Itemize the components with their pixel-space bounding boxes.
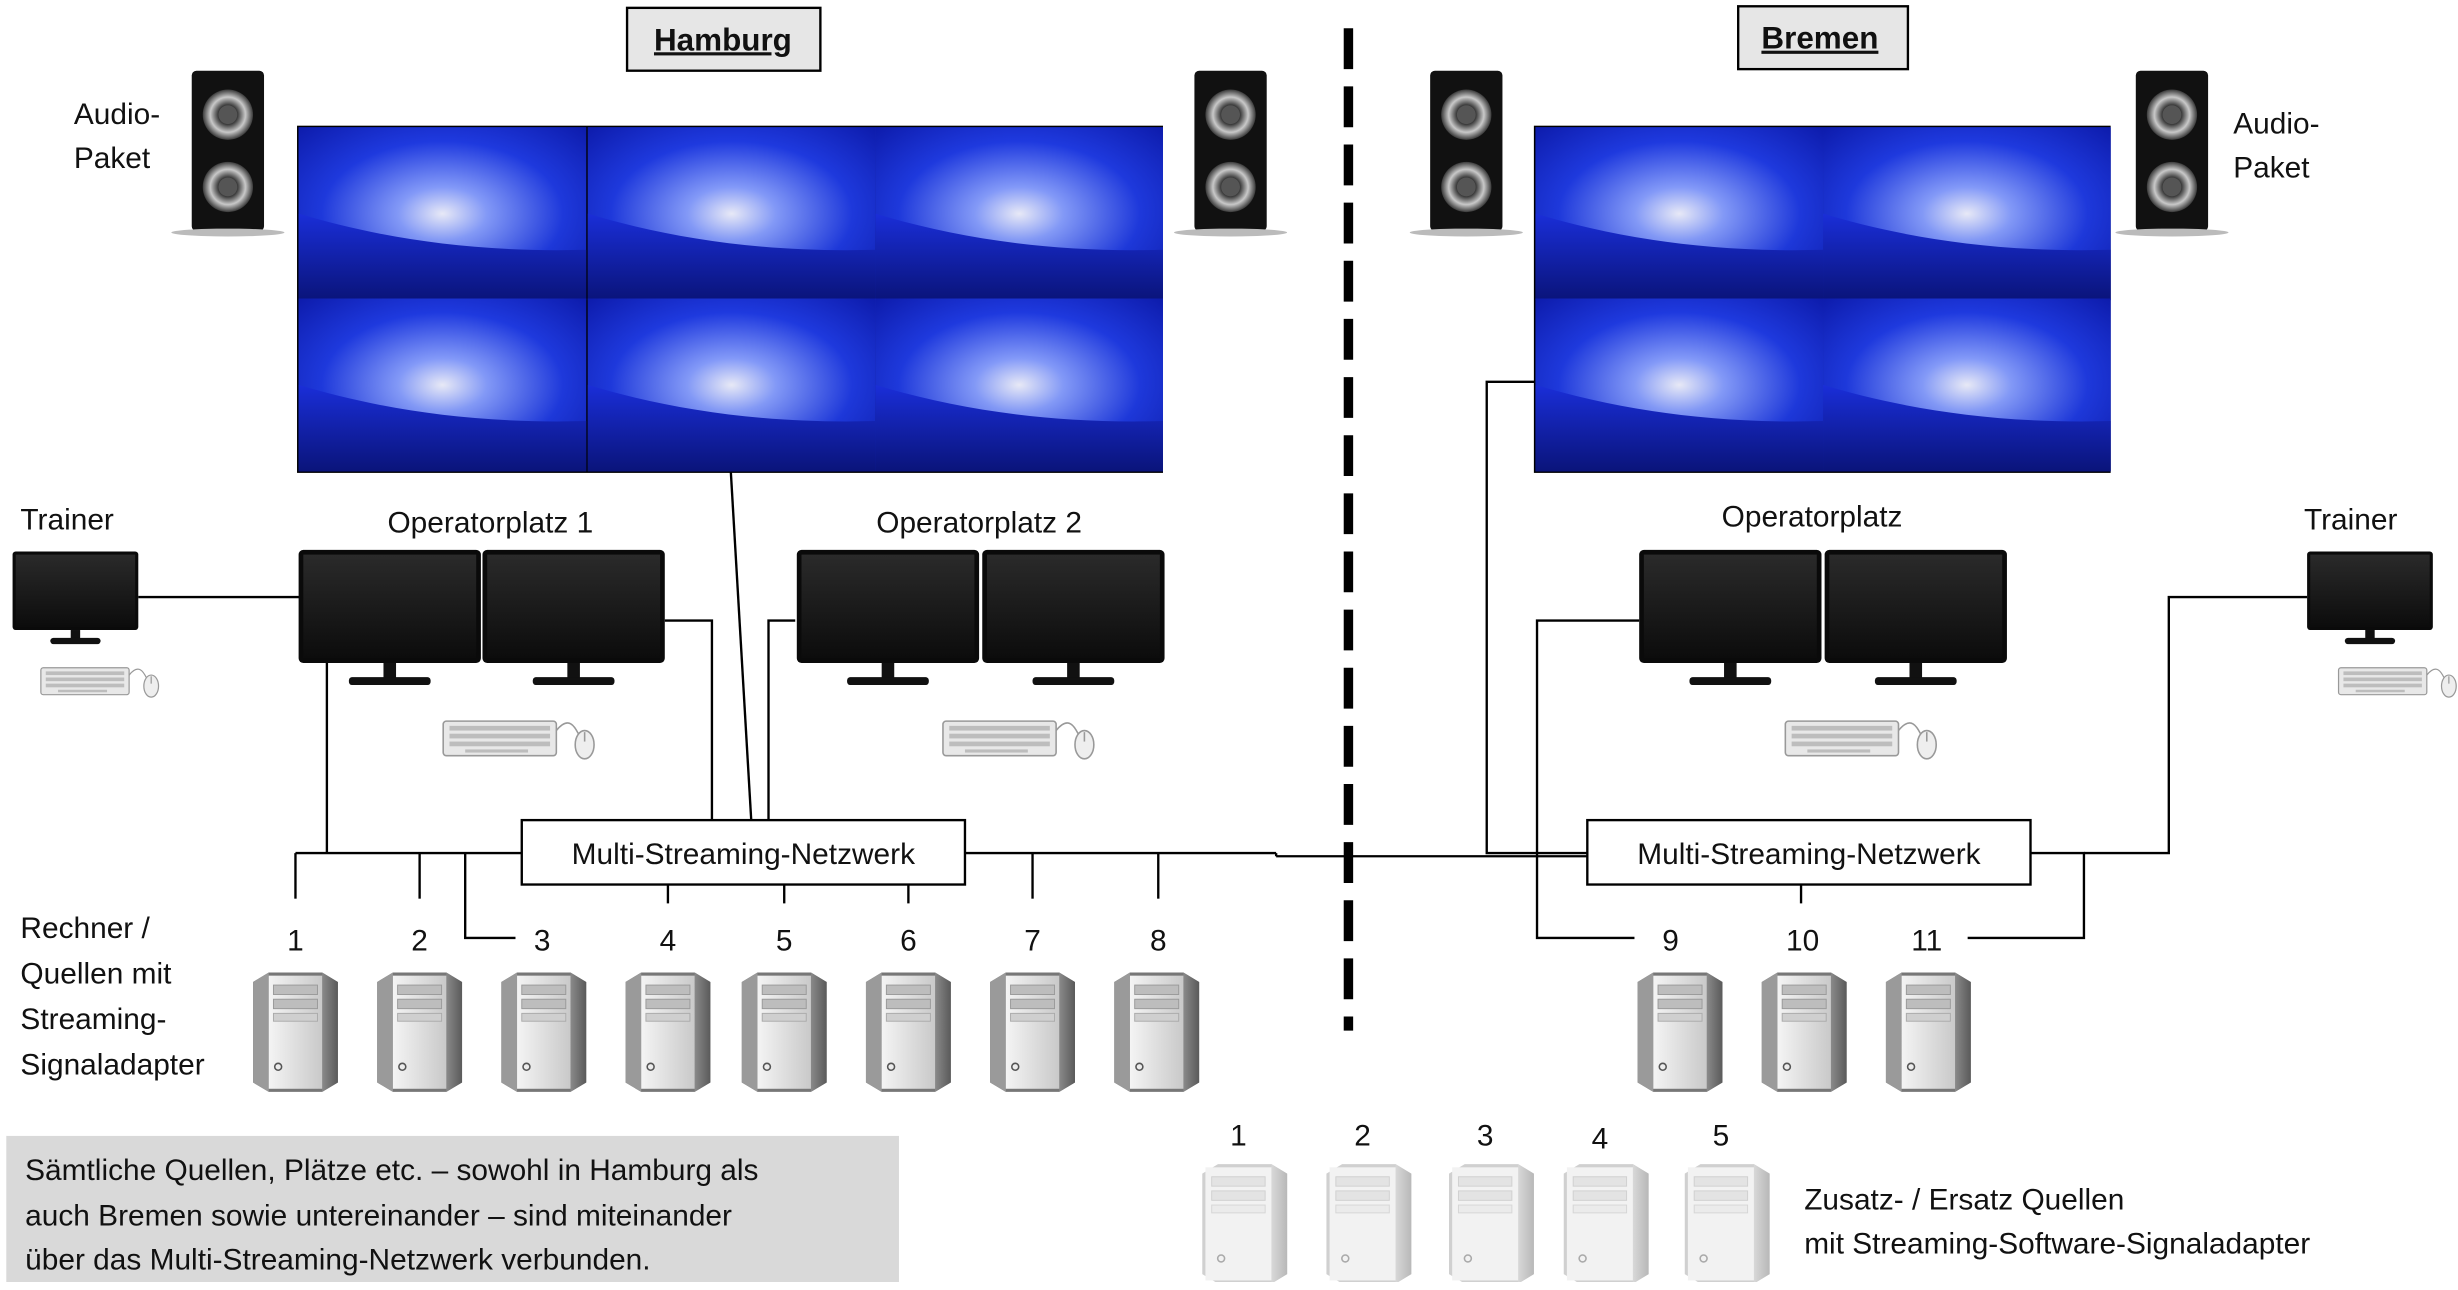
source-number: 8 <box>1150 925 1167 958</box>
extra-source-number: 2 <box>1354 1119 1371 1152</box>
hamburg-operator-1-keyboard <box>442 720 595 760</box>
hamburg-speaker-left <box>171 70 285 237</box>
source-number: 2 <box>411 925 428 958</box>
hamburg-trainer-label: Trainer <box>20 503 113 536</box>
note-line-2: auch Bremen sowie untereinander – sind m… <box>25 1199 732 1232</box>
hamburg-audio-label-1: Audio- <box>74 98 160 131</box>
extra-sources-label-2: mit Streaming-Software-Signaladapter <box>1804 1228 2310 1261</box>
bremen-speaker-left <box>1409 70 1523 237</box>
hamburg-trainer-keyboard <box>40 667 160 698</box>
note-box: Sämtliche Quellen, Plätze etc. – sowohl … <box>6 1135 899 1287</box>
computer-tower <box>624 971 712 1093</box>
hamburg-title-box: Hamburg <box>625 6 822 72</box>
extra-source-numbers: 1 2 3 4 5 <box>1230 1119 1729 1155</box>
hamburg-speaker-right <box>1173 70 1288 237</box>
bremen-operator-monitor-b <box>1824 549 2007 685</box>
computer-tower <box>989 971 1076 1093</box>
computer-tower <box>741 971 828 1093</box>
computer-tower-light <box>1562 1163 1650 1285</box>
hamburg-network-box: Multi-Streaming-Netzwerk <box>520 818 967 886</box>
bremen-trainer-label: Trainer <box>2304 503 2397 536</box>
bremen-speaker-right <box>2115 70 2229 237</box>
source-number: 5 <box>776 925 793 958</box>
source-number: 1 <box>287 925 304 958</box>
computer-tower <box>252 971 339 1093</box>
bremen-source-towers <box>1636 971 1972 1093</box>
svg-text:Quellen mit: Quellen mit <box>20 958 172 991</box>
extra-source-number: 4 <box>1592 1122 1609 1155</box>
bremen-audio-label-2: Paket <box>2233 152 2310 185</box>
computer-tower-light <box>1201 1163 1288 1285</box>
source-number: 6 <box>900 925 917 958</box>
source-number: 10 <box>1786 925 1819 958</box>
bremen-trainer-monitor <box>2307 551 2433 645</box>
source-number: 3 <box>534 925 551 958</box>
bremen-network-label: Multi-Streaming-Netzwerk <box>1637 838 1980 871</box>
extra-source-number: 5 <box>1713 1119 1730 1152</box>
bremen-operator-keyboard <box>1784 720 1937 760</box>
extra-source-towers <box>1201 1163 1771 1285</box>
source-number: 4 <box>660 925 677 958</box>
computer-tower <box>1885 971 1972 1093</box>
svg-text:Streaming-: Streaming- <box>20 1003 166 1036</box>
computer-tower <box>1760 971 1848 1093</box>
bremen-operator-label: Operatorplatz <box>1722 500 1903 533</box>
note-line-3: über das Multi-Streaming-Netzwerk verbun… <box>25 1243 650 1276</box>
note-line-1: Sämtliche Quellen, Plätze etc. – sowohl … <box>25 1154 758 1187</box>
bremen-video-wall <box>1533 125 2111 473</box>
hamburg-operator-1-label: Operatorplatz 1 <box>387 507 593 540</box>
source-number: 7 <box>1024 925 1041 958</box>
computer-tower-light <box>1325 1163 1413 1285</box>
extra-source-number: 1 <box>1230 1119 1247 1152</box>
bremen-source-numbers: 9 10 11 <box>1662 925 1942 958</box>
computer-tower <box>376 971 463 1093</box>
source-number: 11 <box>1911 925 1942 958</box>
bremen-trainer-keyboard <box>2337 667 2457 698</box>
hamburg-operator-2-monitor-b <box>982 549 1165 685</box>
extra-source-number: 3 <box>1477 1119 1494 1152</box>
computer-tower <box>1113 971 1200 1093</box>
computer-tower <box>500 971 587 1093</box>
computer-tower <box>1636 971 1724 1093</box>
extra-sources-label-1: Zusatz- / Ersatz Quellen <box>1804 1184 2124 1217</box>
hamburg-operator-2-monitor-a <box>796 549 980 685</box>
hamburg-sources-label: Rechner / Quellen mit Streaming- Signala… <box>20 912 204 1082</box>
bremen-network-box: Multi-Streaming-Netzwerk <box>1586 818 2032 886</box>
svg-text:Signaladapter: Signaladapter <box>20 1049 204 1082</box>
computer-tower-light <box>1683 1163 1771 1285</box>
hamburg-audio-label-2: Paket <box>74 142 151 175</box>
hamburg-source-towers <box>252 971 1200 1093</box>
hamburg-operator-1-monitor-b <box>482 549 665 685</box>
bremen-operator-monitor-a <box>1639 549 1822 685</box>
source-number: 9 <box>1662 925 1679 958</box>
bremen-audio-label-1: Audio- <box>2233 108 2319 141</box>
computer-tower <box>865 971 952 1093</box>
hamburg-title: Hamburg <box>654 22 792 57</box>
hamburg-network-label: Multi-Streaming-Netzwerk <box>572 838 915 871</box>
hamburg-video-wall <box>297 125 1163 473</box>
bremen-title: Bremen <box>1761 21 1878 56</box>
bremen-title-box: Bremen <box>1737 5 1910 71</box>
hamburg-operator-2-label: Operatorplatz 2 <box>876 507 1082 540</box>
computer-tower-light <box>1448 1163 1535 1285</box>
hamburg-source-numbers: 1 2 3 4 5 6 7 8 <box>287 925 1166 958</box>
hamburg-operator-2-keyboard <box>942 720 1095 760</box>
svg-text:Rechner /: Rechner / <box>20 912 150 945</box>
hamburg-trainer-monitor <box>12 551 139 645</box>
